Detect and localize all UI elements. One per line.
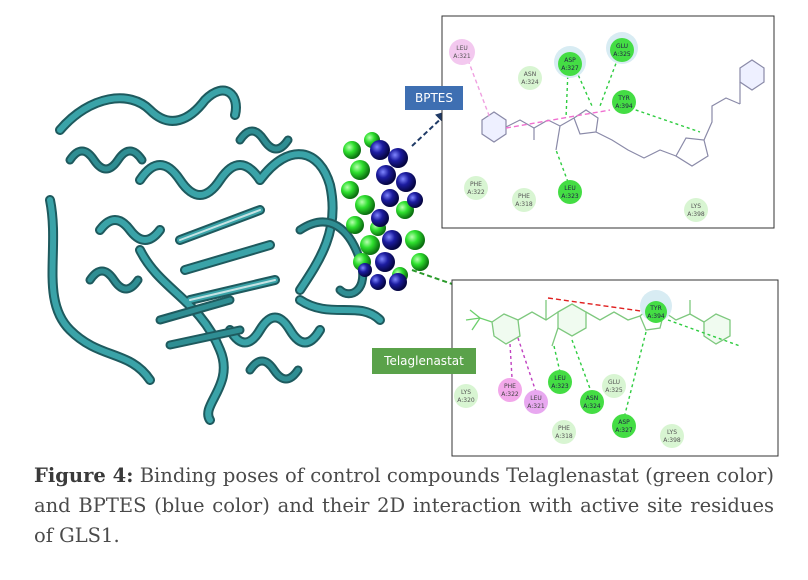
svg-text:A:325: A:325	[613, 51, 631, 58]
svg-text:PHE: PHE	[470, 181, 482, 188]
caption-label: Figure 4:	[34, 464, 134, 487]
ligand-spheres	[341, 132, 429, 291]
svg-text:A:325: A:325	[605, 387, 623, 394]
figure-caption: Figure 4: Binding poses of control compo…	[34, 461, 774, 551]
tela-residue-tyr394: TYR A:394	[640, 290, 672, 323]
residue-leu321: LEU A:321	[449, 39, 475, 65]
svg-text:A:394: A:394	[615, 103, 633, 110]
residue-leu323: LEU A:323	[558, 180, 582, 204]
figure-svg: LEU A:321 ASN A:324 ASP A:327 G	[45, 15, 779, 457]
svg-text:A:318: A:318	[515, 201, 533, 208]
caption-text: Binding poses of control compounds Telag…	[34, 464, 774, 547]
residue-tyr394: TYR A:394	[612, 90, 636, 114]
svg-text:A:324: A:324	[583, 403, 601, 410]
svg-text:TYR: TYR	[649, 305, 662, 312]
bptes-label: BPTES	[405, 86, 463, 110]
figure-image: LEU A:321 ASN A:324 ASP A:327 G	[45, 15, 779, 457]
telaglenastat-label: Telaglenastat	[372, 348, 476, 374]
bptes-interactions	[467, 57, 701, 183]
svg-text:TYR: TYR	[617, 95, 630, 102]
tela-residue-lys320: LYS A:320	[454, 384, 478, 408]
bptes-residues: LEU A:321 ASN A:324 ASP A:327 G	[449, 32, 708, 222]
svg-text:A:323: A:323	[561, 193, 579, 200]
tela-residue-phe318: PHE A:318	[552, 420, 576, 444]
svg-text:A:398: A:398	[687, 211, 705, 218]
residue-phe322: PHE A:322	[464, 176, 488, 200]
svg-text:A:394: A:394	[647, 313, 665, 320]
svg-text:A:327: A:327	[615, 427, 633, 434]
svg-text:A:321: A:321	[527, 403, 545, 410]
telaglenastat-interactions	[509, 297, 741, 419]
tela-residue-phe322: PHE A:322	[498, 378, 522, 402]
svg-text:LEU: LEU	[554, 375, 566, 382]
residue-lys398: LYS A:398	[684, 198, 708, 222]
svg-text:A:323: A:323	[551, 383, 569, 390]
tela-residue-asp327: ASP A:327	[612, 414, 636, 438]
residue-phe318: PHE A:318	[512, 188, 536, 212]
svg-text:PHE: PHE	[558, 425, 570, 432]
bptes-structure	[481, 59, 765, 167]
tela-residue-glu325: GLU A:325	[602, 374, 626, 398]
svg-text:A:327: A:327	[561, 65, 579, 72]
svg-text:ASN: ASN	[586, 395, 598, 402]
bptes-spheres	[358, 140, 423, 291]
residue-asp327: ASP A:327	[554, 46, 586, 78]
svg-text:A:322: A:322	[467, 189, 485, 196]
svg-text:LYS: LYS	[667, 429, 677, 436]
svg-text:A:320: A:320	[457, 397, 475, 404]
tela-residue-leu321: LEU A:321	[524, 390, 548, 414]
residue-glu325: GLU A:325	[606, 32, 638, 64]
telaglenastat-residues: TYR A:394 PHE A:322 LEU A:321 LEU A:323	[454, 290, 684, 448]
svg-text:A:321: A:321	[453, 53, 471, 60]
svg-text:GLU: GLU	[616, 43, 628, 50]
bptes-interaction-panel: LEU A:321 ASN A:324 ASP A:327 G	[441, 15, 775, 229]
tela-residue-leu323: LEU A:323	[548, 370, 572, 394]
svg-text:LYS: LYS	[691, 203, 701, 210]
tela-residue-asn324: ASN A:324	[580, 390, 604, 414]
svg-text:LEU: LEU	[530, 395, 542, 402]
svg-text:PHE: PHE	[518, 193, 530, 200]
svg-text:LEU: LEU	[564, 185, 576, 192]
svg-text:LEU: LEU	[456, 45, 468, 52]
svg-text:ASP: ASP	[618, 419, 630, 426]
svg-text:ASP: ASP	[564, 57, 576, 64]
svg-text:ASN: ASN	[524, 71, 536, 78]
protein-ribbon	[45, 85, 385, 425]
svg-text:A:398: A:398	[663, 437, 681, 444]
svg-text:LYS: LYS	[461, 389, 471, 396]
svg-text:A:322: A:322	[501, 391, 519, 398]
tela-residue-lys398: LYS A:398	[660, 424, 684, 448]
svg-text:PHE: PHE	[504, 383, 516, 390]
svg-text:A:324: A:324	[521, 79, 539, 86]
residue-asn324: ASN A:324	[518, 66, 542, 90]
svg-text:GLU: GLU	[608, 379, 620, 386]
telaglenastat-interaction-panel: TYR A:394 PHE A:322 LEU A:321 LEU A:323	[451, 279, 779, 457]
svg-text:A:318: A:318	[555, 433, 573, 440]
